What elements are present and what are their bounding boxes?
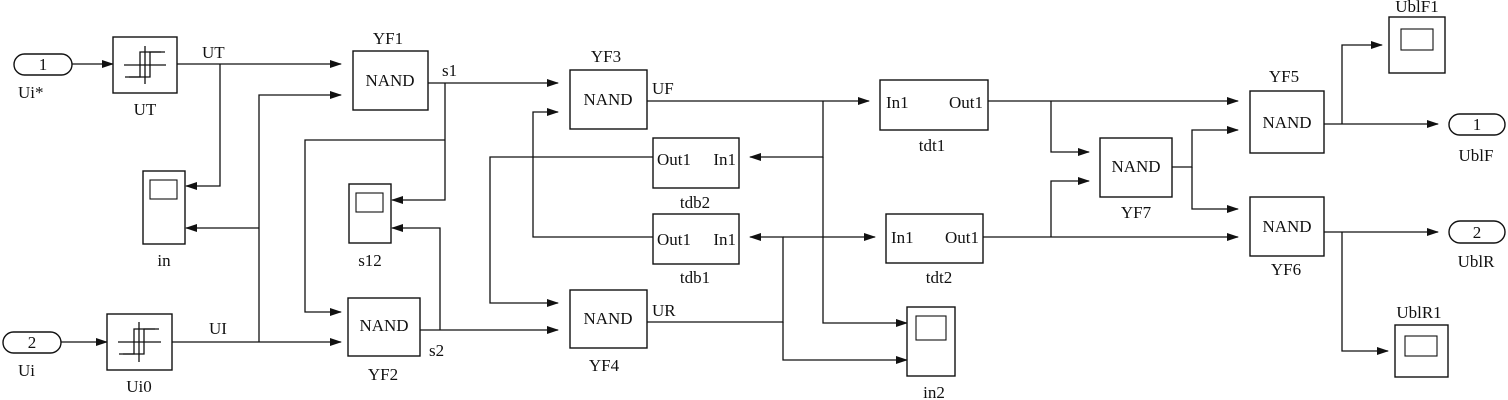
gate-yf3[interactable]: NAND YF3 bbox=[569, 47, 648, 130]
inport-2-number: 2 bbox=[28, 333, 37, 352]
gate-yf3-text: NAND bbox=[583, 90, 632, 109]
scope-in[interactable]: in bbox=[142, 170, 186, 270]
scope-ublf1[interactable]: UblF1 bbox=[1388, 0, 1446, 74]
gate-yf6[interactable]: NAND YF6 bbox=[1249, 196, 1325, 279]
gate-yf5-label: YF5 bbox=[1269, 67, 1299, 86]
subsystem-tdt2-port-in: In1 bbox=[891, 228, 914, 247]
gate-yf1-label: YF1 bbox=[373, 29, 403, 48]
relay-ui0[interactable]: Ui0 bbox=[106, 313, 173, 396]
gate-yf5-text: NAND bbox=[1262, 113, 1311, 132]
subsystem-tdt2-port-out: Out1 bbox=[945, 228, 979, 247]
outport-ublf-label: UblF bbox=[1459, 146, 1494, 165]
inport-2-label: Ui bbox=[18, 361, 35, 380]
scope-s12[interactable]: s12 bbox=[348, 183, 392, 270]
gate-yf1-text: NAND bbox=[365, 71, 414, 90]
subsystem-tdt2-label: tdt2 bbox=[926, 268, 952, 287]
outport-ublr-number: 2 bbox=[1473, 223, 1482, 242]
scope-screen-icon bbox=[1404, 335, 1438, 357]
scope-screen-icon bbox=[149, 179, 178, 200]
gate-yf6-label: YF6 bbox=[1271, 260, 1301, 279]
hysteresis-icon bbox=[124, 46, 166, 84]
signal-label-ut: UT bbox=[202, 43, 225, 62]
signal-label-ui: UI bbox=[209, 319, 227, 338]
wire-ur-to-tdb1 bbox=[647, 233, 784, 323]
wire-yf7-to-yf6 bbox=[1191, 167, 1239, 213]
wires bbox=[61, 41, 1439, 364]
scope-ublr1[interactable]: UblR1 bbox=[1394, 303, 1449, 378]
wire-tdb2-to-yf4 bbox=[489, 156, 653, 307]
outport-ublf-number: 1 bbox=[1473, 115, 1482, 134]
subsystem-tdt2[interactable]: In1 Out1 tdt2 bbox=[885, 213, 984, 287]
subsystem-tdb2-port-in: In1 bbox=[713, 150, 736, 169]
hysteresis-icon bbox=[118, 322, 161, 362]
subsystem-tdb2[interactable]: Out1 In1 tdb2 bbox=[652, 137, 740, 212]
subsystem-tdt1-port-out: Out1 bbox=[949, 93, 983, 112]
wire-tdt1-to-yf7 bbox=[1050, 101, 1090, 156]
subsystem-tdt1-port-in: In1 bbox=[886, 93, 909, 112]
wire-ur-to-scope-in2 bbox=[782, 322, 908, 364]
gate-yf2-label: YF2 bbox=[368, 365, 398, 384]
relay-ut-label: UT bbox=[134, 100, 157, 119]
gate-yf7[interactable]: NAND YF7 bbox=[1099, 137, 1173, 222]
wire-tdt2-to-yf7 bbox=[1050, 177, 1090, 237]
scope-in2[interactable]: in2 bbox=[906, 306, 956, 400]
inport-1-label: Ui* bbox=[18, 83, 44, 102]
relay-ut[interactable]: UT bbox=[112, 36, 178, 119]
scope-in-label: in bbox=[157, 251, 171, 270]
gate-yf6-text: NAND bbox=[1262, 217, 1311, 236]
inport-1-number: 1 bbox=[39, 55, 48, 74]
outport-ublr[interactable]: 2 UblR bbox=[1448, 220, 1506, 271]
wire-ut-to-scope-in bbox=[185, 64, 221, 190]
gate-yf7-label: YF7 bbox=[1121, 203, 1152, 222]
gate-yf3-label: YF3 bbox=[591, 47, 621, 66]
subsystem-tdb1-port-out: Out1 bbox=[657, 230, 691, 249]
wire-s1-to-yf2 bbox=[304, 139, 445, 316]
scope-s12-label: s12 bbox=[358, 251, 382, 270]
gate-yf1[interactable]: NAND YF1 bbox=[352, 29, 429, 111]
signal-label-s1: s1 bbox=[442, 61, 457, 80]
gate-yf4[interactable]: NAND YF4 bbox=[569, 289, 648, 375]
outport-ublf[interactable]: 1 UblF bbox=[1448, 113, 1506, 165]
signal-label-ur: UR bbox=[652, 301, 676, 320]
wire-yf5-to-scope-ublf1 bbox=[1341, 41, 1383, 124]
wire-yf7-to-yf5 bbox=[1172, 126, 1239, 168]
wire-uf-to-tdb2 bbox=[749, 101, 824, 161]
scope-screen-icon bbox=[355, 192, 384, 213]
scope-ublr1-label: UblR1 bbox=[1396, 303, 1441, 322]
wire-uf-to-scope-in2 bbox=[822, 157, 908, 327]
inport-2[interactable]: 2 Ui bbox=[2, 331, 62, 380]
subsystem-tdb1-label: tdb1 bbox=[680, 268, 710, 287]
gate-yf4-text: NAND bbox=[583, 309, 632, 328]
signal-label-uf: UF bbox=[652, 79, 674, 98]
gate-yf7-text: NAND bbox=[1111, 157, 1160, 176]
wire-ui-up-to-yf1 bbox=[258, 91, 342, 342]
wire-tdb1-to-yf3 bbox=[532, 108, 653, 238]
gate-yf2-text: NAND bbox=[359, 316, 408, 335]
subsystem-tdb1[interactable]: Out1 In1 tdb1 bbox=[652, 213, 740, 287]
wire-yf6-to-scope-ublr1 bbox=[1341, 232, 1389, 355]
wire-s1-to-scope-s12 bbox=[391, 83, 446, 204]
wire-s2-to-scope-s12 bbox=[391, 224, 441, 330]
scope-screen-icon bbox=[915, 315, 947, 341]
gate-yf2[interactable]: NAND YF2 bbox=[347, 297, 421, 384]
subsystem-tdt1[interactable]: In1 Out1 tdt1 bbox=[879, 79, 989, 155]
relay-ui0-label: Ui0 bbox=[126, 377, 152, 396]
scope-screen-icon bbox=[1400, 28, 1434, 51]
gate-yf4-label: YF4 bbox=[589, 356, 620, 375]
outport-ublr-label: UblR bbox=[1458, 252, 1496, 271]
gate-yf5[interactable]: NAND YF5 bbox=[1249, 67, 1325, 154]
subsystem-tdb2-port-out: Out1 bbox=[657, 150, 691, 169]
subsystem-tdb2-label: tdb2 bbox=[680, 193, 710, 212]
scope-ublf1-label: UblF1 bbox=[1395, 0, 1438, 16]
signal-label-s2: s2 bbox=[429, 341, 444, 360]
subsystem-tdt1-label: tdt1 bbox=[919, 136, 945, 155]
inport-1[interactable]: 1 Ui* bbox=[13, 53, 73, 102]
scope-in2-label: in2 bbox=[923, 383, 945, 400]
subsystem-tdb1-port-in: In1 bbox=[713, 230, 736, 249]
